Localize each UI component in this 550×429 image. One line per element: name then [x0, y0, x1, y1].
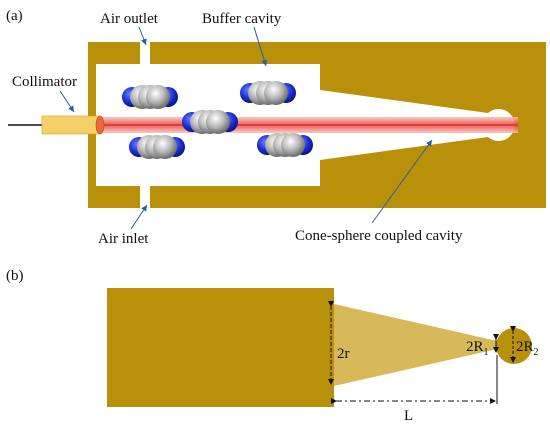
arrow-cone-sphere	[371, 139, 433, 224]
arrow-buffer-cavity	[253, 26, 268, 67]
collimator-body	[41, 115, 101, 135]
panel-b-tag: (b)	[6, 268, 24, 284]
molecule-4	[129, 135, 185, 159]
molecule-3	[182, 110, 238, 134]
arrow-collimator	[59, 90, 75, 113]
cone-region	[334, 304, 497, 386]
collimator-lens	[95, 115, 105, 135]
label-air-inlet: Air inlet	[98, 231, 149, 247]
label-2R1: 2R1	[466, 339, 489, 358]
molecule-1	[122, 85, 178, 109]
label-air-outlet: Air outlet	[100, 11, 159, 27]
panel-a-tag: (a)	[6, 8, 23, 24]
label-2R2: 2R2	[516, 339, 539, 358]
cell-body	[88, 42, 546, 208]
molecule-5	[257, 133, 313, 157]
buffer-block	[107, 288, 334, 407]
label-cone-sphere: Cone-sphere coupled cavity	[295, 228, 463, 244]
label-2r: 2r	[337, 346, 350, 362]
label-buffer-cavity: Buffer cavity	[202, 11, 282, 27]
label-L: L	[404, 408, 413, 424]
molecule-2	[240, 81, 296, 105]
arrow-air-inlet	[130, 204, 148, 230]
label-collimator: Collimator	[12, 74, 77, 90]
arrow-air-outlet	[138, 26, 147, 46]
